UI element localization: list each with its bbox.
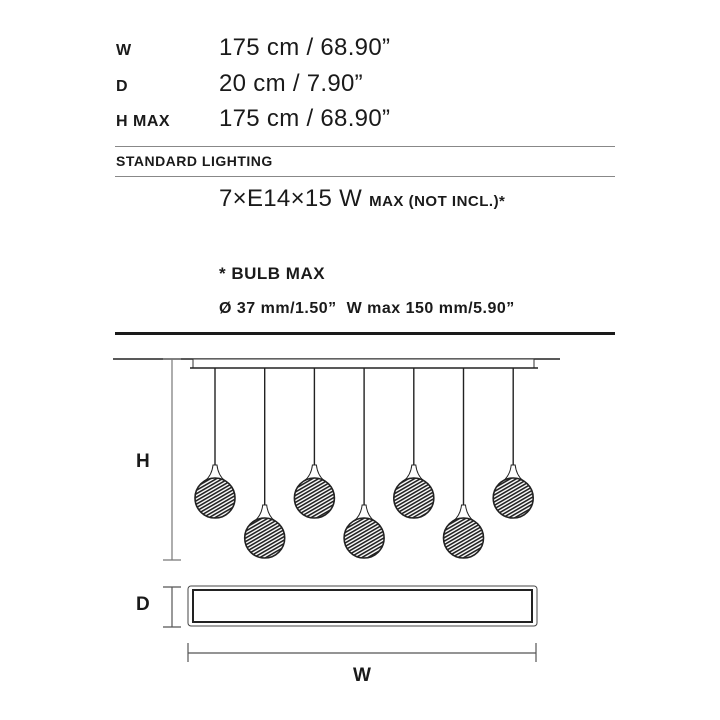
- top-view-inner: [192, 589, 533, 623]
- globe-shade: [392, 477, 435, 519]
- pendant-lamp: [442, 368, 485, 559]
- divider-thick: [115, 332, 615, 335]
- spec-label-d: D: [116, 78, 129, 95]
- bulb-max-title: * BULB MAX: [219, 264, 326, 283]
- lighting-value-suffix: MAX (NOT INCL.)*: [369, 193, 506, 210]
- h-dimension-label: H: [136, 451, 150, 472]
- d-dimension-label: D: [136, 594, 150, 615]
- bulb-max-detail: Ø 37 mm/1.50” W max 150 mm/5.90”: [219, 300, 515, 317]
- w-dimension-label: W: [353, 665, 371, 686]
- canopy: [192, 358, 535, 369]
- divider: [115, 176, 615, 177]
- divider: [115, 146, 615, 147]
- pendant-lamp: [293, 368, 336, 519]
- w-dimension: [187, 643, 537, 662]
- pendant-lamp: [492, 368, 535, 519]
- pendant-lamp: [343, 368, 385, 559]
- spec-value-w: 175 cm / 68.90”: [219, 34, 391, 61]
- standard-lighting-heading: STANDARD LIGHTING: [116, 153, 273, 169]
- globe-shade: [442, 517, 485, 559]
- spec-label-w: W: [116, 42, 132, 59]
- top-view-outer: [187, 585, 538, 627]
- globe-shade: [194, 477, 236, 519]
- spec-label-h-max: H MAX: [116, 113, 171, 130]
- pendant-lamp: [392, 368, 435, 519]
- globe-shade: [343, 517, 385, 559]
- spec-value-d: 20 cm / 7.90”: [219, 70, 363, 97]
- d-dimension: [163, 586, 181, 628]
- lighting-value-main: 7×E14×15 W: [219, 185, 363, 212]
- globe-shade: [243, 517, 286, 559]
- h-dimension: [163, 358, 181, 561]
- pendant-lamp: [243, 368, 286, 559]
- spec-value-h-max: 175 cm / 68.90”: [219, 105, 391, 132]
- globe-shade: [492, 477, 535, 519]
- lighting-value: 7×E14×15 W MAX (NOT INCL.)*: [219, 185, 505, 213]
- globe-shade: [293, 477, 336, 519]
- pendant-lamp: [194, 368, 236, 519]
